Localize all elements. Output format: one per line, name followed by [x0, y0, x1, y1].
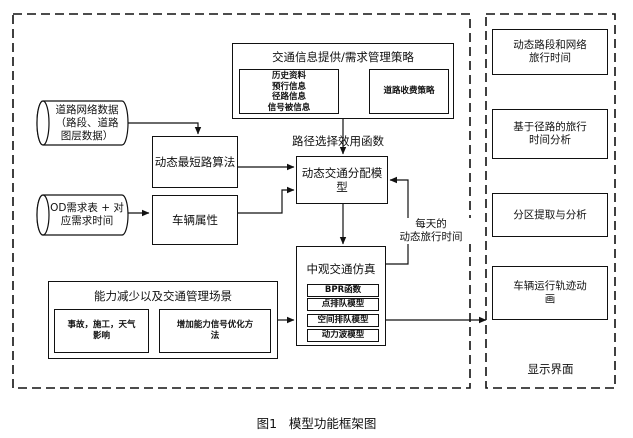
info-item: 信号被信息	[267, 102, 311, 113]
info-item: 历史资料	[271, 71, 306, 81]
road-data-cylinder	[36, 100, 129, 146]
od-demand-label: OD需求表 + 对 应需求时间	[50, 202, 124, 227]
info-items-box: 历史资料 预行信息 径路信息 信号被信息	[239, 69, 339, 114]
display-frame	[485, 13, 616, 389]
capacity-box: 能力减少以及交通管理场景 事故，施工，天气 影响 增加能力信号优化方 法	[48, 281, 278, 359]
display-path-time-analysis: 基于径路的旅行 时间分析	[492, 109, 608, 159]
display-zone-extraction: 分区提取与分析	[492, 193, 608, 237]
route-choice-label: 路径选择效用函数	[292, 134, 384, 148]
toll-label: 道路收费策略	[383, 86, 435, 96]
display-interface-label: 显示界面	[527, 362, 574, 376]
od-data-cylinder	[36, 194, 129, 236]
sim-item: 动力波模型	[307, 329, 379, 342]
capacity-increase-box: 增加能力信号优化方 法	[159, 309, 271, 353]
strategy-box: 交通信息提供/需求管理策略 历史资料 预行信息 径路信息 信号被信息 道路收费策…	[232, 43, 454, 119]
daily-travel-time-label: 每天的 动态旅行时间	[386, 218, 476, 244]
sim-item: 点排队模型	[307, 298, 379, 311]
simulation-title: 中观交通仿真	[306, 262, 376, 276]
sim-item: 空间排队模型	[307, 314, 379, 327]
info-item: 径路信息	[271, 92, 306, 102]
strategy-title: 交通信息提供/需求管理策略	[272, 50, 414, 64]
capacity-title: 能力减少以及交通管理场景	[94, 289, 232, 303]
model-frame	[12, 13, 471, 389]
display-link-network-time: 动态路段和网络 旅行时间	[492, 29, 608, 75]
simulation-box: 中观交通仿真 BPR函数 点排队模型 空间排队模型 动力波模型	[296, 246, 386, 346]
assignment-box: 动态交通分配模 型	[296, 156, 388, 204]
sim-item: BPR函数	[307, 284, 379, 297]
toll-box: 道路收费策略	[369, 69, 449, 114]
road-data-label: 道路网络数据 （路段、道路 图层数据）	[55, 103, 119, 142]
info-item: 预行信息	[271, 81, 306, 92]
vehicle-attribute-box: 车辆属性	[152, 195, 238, 245]
shortest-path-box: 动态最短路算法	[152, 136, 238, 188]
display-vehicle-trajectory: 车辆运行轨迹动 画	[492, 266, 608, 320]
incident-box: 事故，施工，天气 影响	[54, 309, 149, 353]
figure-caption: 图1 模型功能框架图	[256, 416, 377, 431]
